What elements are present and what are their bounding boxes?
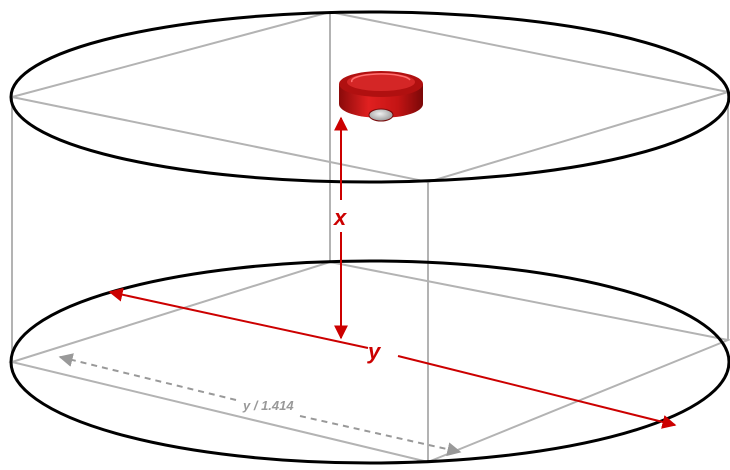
square-side-dashed-left [58,353,237,401]
square-side-dashed-right [299,415,462,457]
diameter-label: y [367,339,382,364]
ceiling-smoke-detector-icon [339,71,423,122]
bottom-inscribed-square [8,260,730,464]
diameter-arrow-left [108,287,369,349]
bottom-ellipse [9,259,730,465]
top-ellipse [9,10,730,184]
square-side-label: y / 1.414 [242,398,294,413]
diameter-arrow-right [397,355,677,429]
height-label: x [333,205,347,230]
